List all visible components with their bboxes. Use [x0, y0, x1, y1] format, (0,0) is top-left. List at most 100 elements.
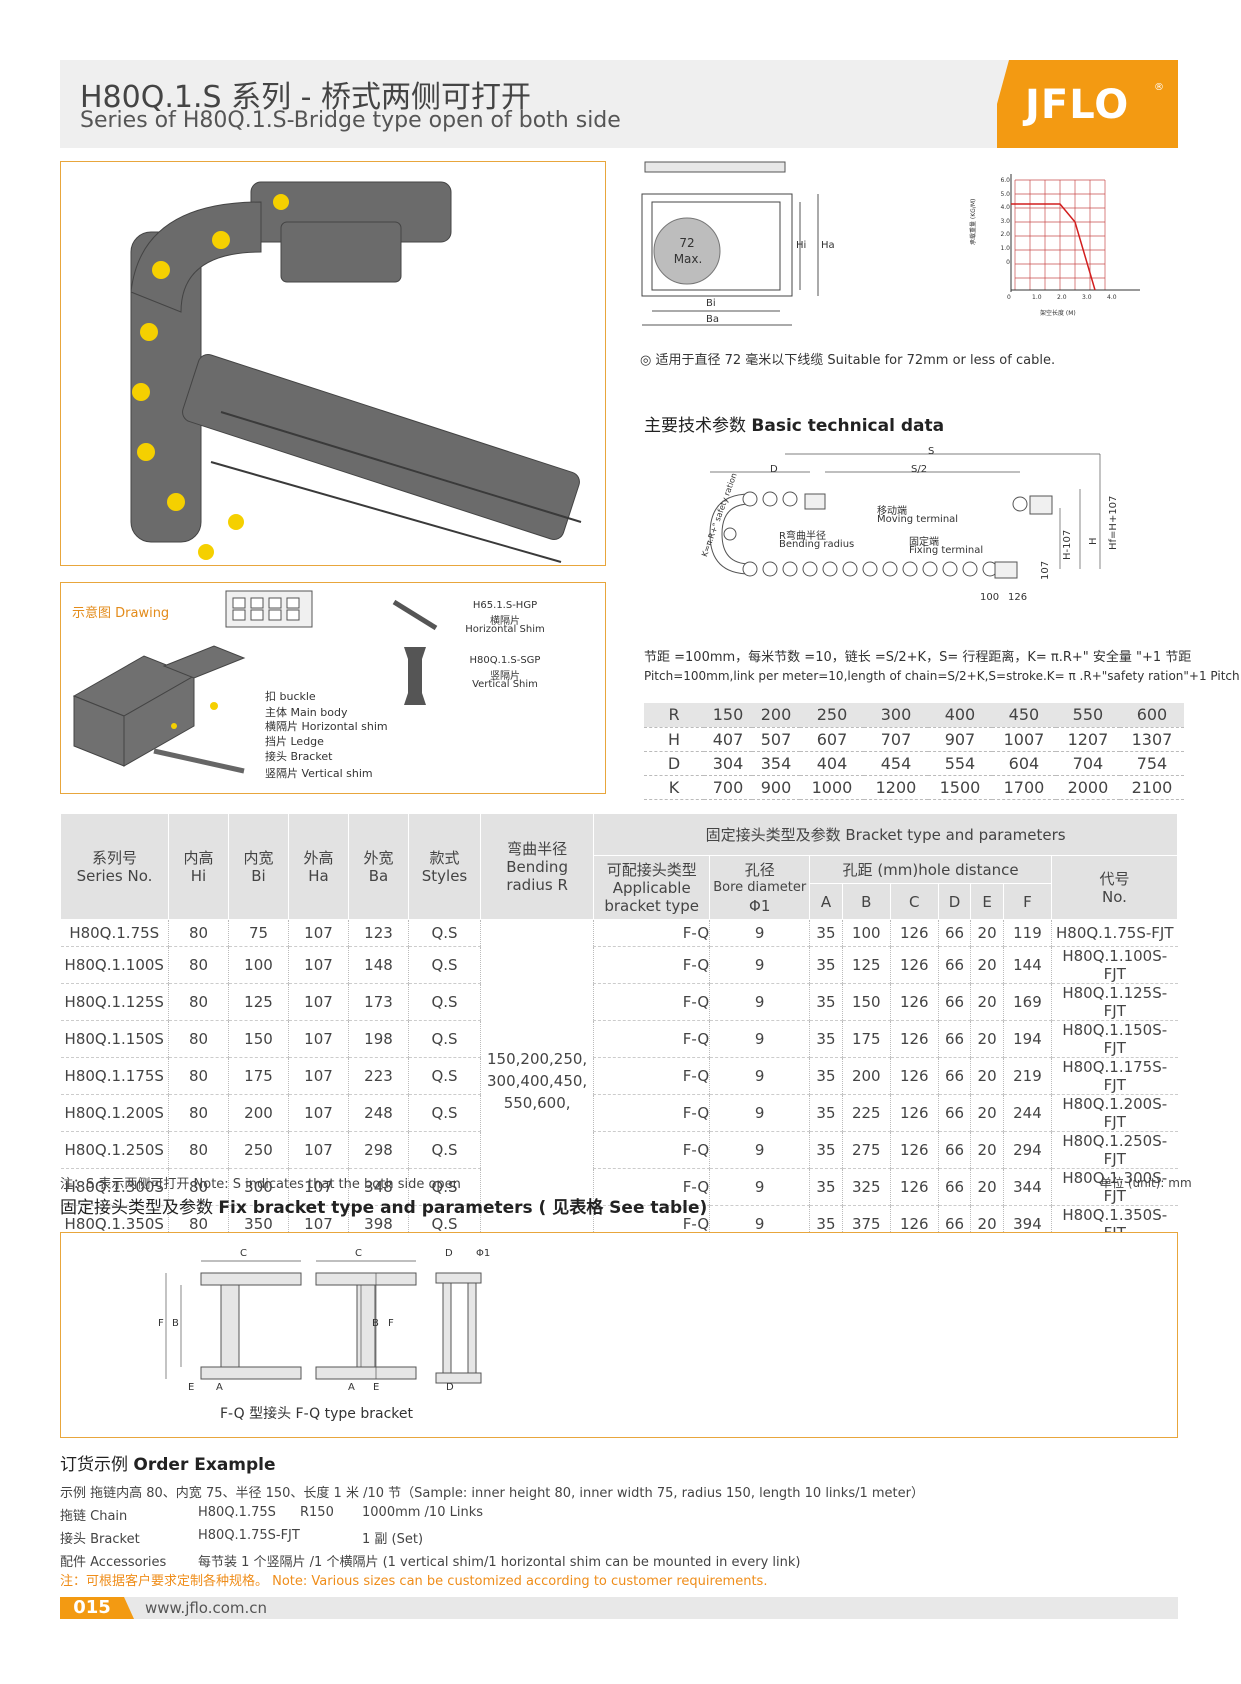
- load-chart-xtick-0: 0: [1007, 294, 1011, 301]
- order-acc-text: 每节装 1 个竖隔片 /1 个横隔片 (1 vertical shim/1 ho…: [198, 1555, 801, 1570]
- cell-code: H80Q.1.300S-FJT: [1051, 1168, 1178, 1206]
- bracket-dim-e2: E: [373, 1382, 380, 1393]
- cell-bore: 9: [709, 946, 811, 984]
- cell-bore: 9: [709, 919, 811, 947]
- cell-ha: 107: [288, 1057, 349, 1095]
- dim-h107: H-107: [1062, 529, 1073, 560]
- cell-bore: 9: [709, 1131, 811, 1169]
- cell-type: F-Q: [593, 1094, 711, 1132]
- dim-s2: S/2: [911, 464, 928, 475]
- label-horizontal-shim: 横隔片 Horizontal shim: [265, 720, 388, 733]
- sgp-en: Vertical Shim: [472, 679, 538, 690]
- cell-e: 20: [970, 919, 1004, 947]
- cell-ha: 107: [288, 1168, 349, 1206]
- cell-a: 35: [809, 1020, 843, 1058]
- dim-100: 100: [980, 592, 1000, 603]
- cell-d: 66: [938, 919, 972, 947]
- cell-e: 20: [970, 1168, 1004, 1206]
- cell-type: F-Q: [593, 946, 711, 984]
- moving-en: Moving terminal: [877, 514, 959, 525]
- cell-b: 125: [842, 946, 891, 984]
- pitch-note-cn: 节距 =100mm，每米节数 =10，链长 =S/2+K，S= 行程距离，K= …: [644, 650, 1192, 665]
- cell-hi: 80: [168, 1094, 229, 1132]
- cell-style: Q.S: [408, 1020, 481, 1058]
- cell-f: 294: [1003, 1131, 1053, 1169]
- bracket-dim-d1: D: [445, 1248, 453, 1259]
- cell-hi: 80: [168, 946, 229, 984]
- cell-style: Q.S: [408, 946, 481, 984]
- website-link[interactable]: www.jflo.com.cn: [145, 1599, 268, 1617]
- cell-bi: 100: [228, 946, 289, 984]
- cell-style: Q.S: [408, 983, 481, 1021]
- cell-e: 20: [970, 983, 1004, 1021]
- th-hole-group: 孔距 (mm)hole distance: [809, 855, 1052, 884]
- th-d: D: [937, 883, 972, 920]
- th-a: A: [809, 883, 843, 920]
- th-c: C: [889, 883, 939, 920]
- tech-title: 主要技术参数 Basic technical data: [644, 416, 945, 436]
- cable-max-value: 72: [679, 236, 695, 250]
- dim-h: H: [1088, 537, 1099, 545]
- cell-a: 35: [809, 1131, 843, 1169]
- cell-bore: 9: [709, 1094, 811, 1132]
- bracket-box: [60, 1232, 1178, 1438]
- bracket-dim-f1: F: [158, 1318, 164, 1329]
- cell-series: H80Q.1.125S: [60, 983, 169, 1021]
- load-chart-xtick-2: 2.0: [1057, 294, 1067, 301]
- cell-series: H80Q.1.200S: [60, 1094, 169, 1132]
- order-chain-length: 1000mm /10 Links: [362, 1505, 483, 1520]
- cell-style: Q.S: [408, 1168, 481, 1206]
- cell-hi: 80: [168, 919, 229, 947]
- cell-ba: 198: [348, 1020, 409, 1058]
- cell-ha: 107: [288, 1094, 349, 1132]
- cell-series: H80Q.1.250S: [60, 1131, 169, 1169]
- order-chain-label: 拖链 Chain: [60, 1509, 128, 1524]
- moving-cn: 移动端: [877, 506, 907, 517]
- pitch-note-en: Pitch=100mm,link per meter=10,length of …: [644, 669, 1240, 683]
- cell-a: 35: [809, 946, 843, 984]
- cell-type: F-Q: [593, 919, 711, 947]
- cell-a: 35: [809, 1168, 843, 1206]
- cell-bi: 200: [228, 1094, 289, 1132]
- label-bracket: 接头 Bracket: [265, 750, 333, 763]
- dim-ha: Ha: [821, 240, 835, 251]
- label-main-body: 主体 Main body: [265, 706, 348, 719]
- hgp-cn: 横隔片: [490, 616, 520, 627]
- cell-hi: 80: [168, 1168, 229, 1206]
- cell-f: 219: [1003, 1057, 1053, 1095]
- cell-code: H80Q.1.125S-FJT: [1051, 983, 1178, 1021]
- cable-max-unit: Max.: [673, 252, 703, 266]
- cell-style: Q.S: [408, 1131, 481, 1169]
- dim-107: 107: [1040, 560, 1051, 580]
- registered-mark: ®: [1154, 82, 1164, 93]
- cell-e: 20: [970, 1131, 1004, 1169]
- page-title-cn: H80Q.1.S 系列 - 桥式两侧可打开: [80, 80, 531, 115]
- bracket-dim-b1: B: [172, 1318, 179, 1329]
- cell-bore: 9: [709, 1020, 811, 1058]
- cell-style: Q.S: [408, 919, 481, 947]
- order-sample: 示例 拖链内高 80、内宽 75、半径 150、长度 1 米 /10 节（Sam…: [60, 1486, 924, 1501]
- cell-c: 126: [890, 1131, 939, 1169]
- cell-d: 66: [938, 1057, 972, 1095]
- cell-d: 66: [938, 1168, 972, 1206]
- order-acc-label: 配件 Accessories: [60, 1555, 167, 1570]
- dim-hi: Hi: [796, 240, 807, 251]
- bracket-dim-phi: Φ1: [476, 1248, 491, 1259]
- cell-b: 275: [842, 1131, 891, 1169]
- cell-code: H80Q.1.100S-FJT: [1051, 946, 1178, 984]
- cell-b: 325: [842, 1168, 891, 1206]
- cell-hi: 80: [168, 1131, 229, 1169]
- bracket-dim-a1: A: [216, 1382, 223, 1393]
- order-chain-radius: R150: [300, 1505, 334, 1520]
